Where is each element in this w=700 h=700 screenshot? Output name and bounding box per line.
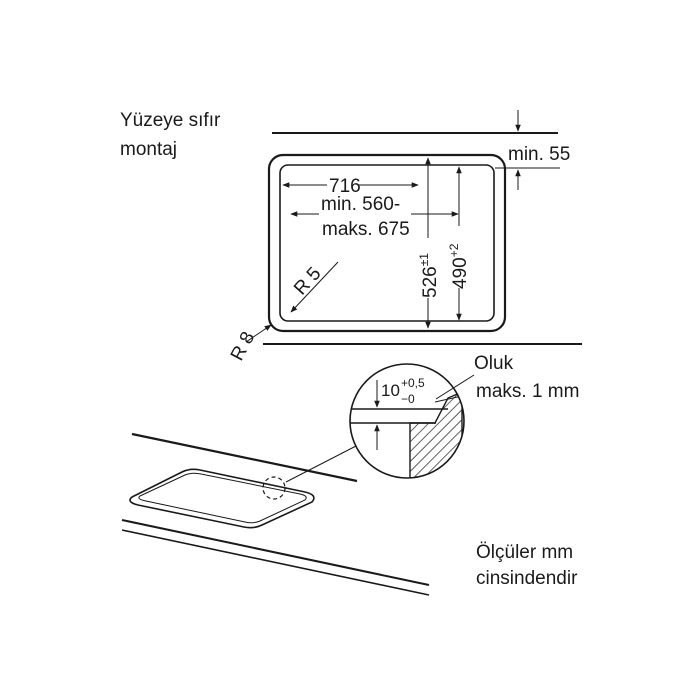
height-490-dimension: 490+2	[447, 166, 471, 321]
width-716-label: 716	[329, 176, 361, 197]
min-55-label: min. 55	[508, 144, 570, 165]
depth-10-label: 10	[381, 381, 400, 400]
groove-max-label: maks. 1 mm	[476, 381, 579, 402]
width-range-dimension: min. 560- maks. 675	[290, 194, 459, 240]
units-note-line2: cinsindendir	[476, 568, 578, 589]
width-min-label: min. 560-	[321, 194, 400, 215]
countertop-perspective-view	[121, 432, 430, 596]
depth-tol-minus-label: −0	[401, 392, 415, 406]
groove-title-label: Oluk	[474, 353, 514, 374]
width-max-label: maks. 675	[322, 219, 410, 240]
groove-leader-line	[435, 374, 475, 400]
groove-detail-circle: 10 +0,5 −0	[349, 363, 465, 479]
radius-5-label: R 5	[290, 263, 325, 299]
width-716-dimension: 716	[282, 176, 419, 197]
min-55-dimension: min. 55	[272, 110, 570, 190]
radius-8-label: R 8	[227, 328, 259, 364]
mount-type-label-line2: montaj	[120, 139, 177, 160]
height-526-dimension: 526±1	[417, 157, 441, 329]
height-526-label: 526±1	[417, 253, 441, 298]
detail-leader-line	[285, 445, 357, 483]
height-490-label: 490+2	[447, 243, 471, 289]
mount-type-label-line1: Yüzeye sıfır	[120, 110, 221, 131]
radius-5-dimension: R 5	[290, 261, 339, 313]
units-note-line1: Ölçüler mm	[476, 542, 573, 563]
cutout-top-view	[267, 153, 507, 333]
depth-tol-plus-label: +0,5	[401, 376, 425, 390]
